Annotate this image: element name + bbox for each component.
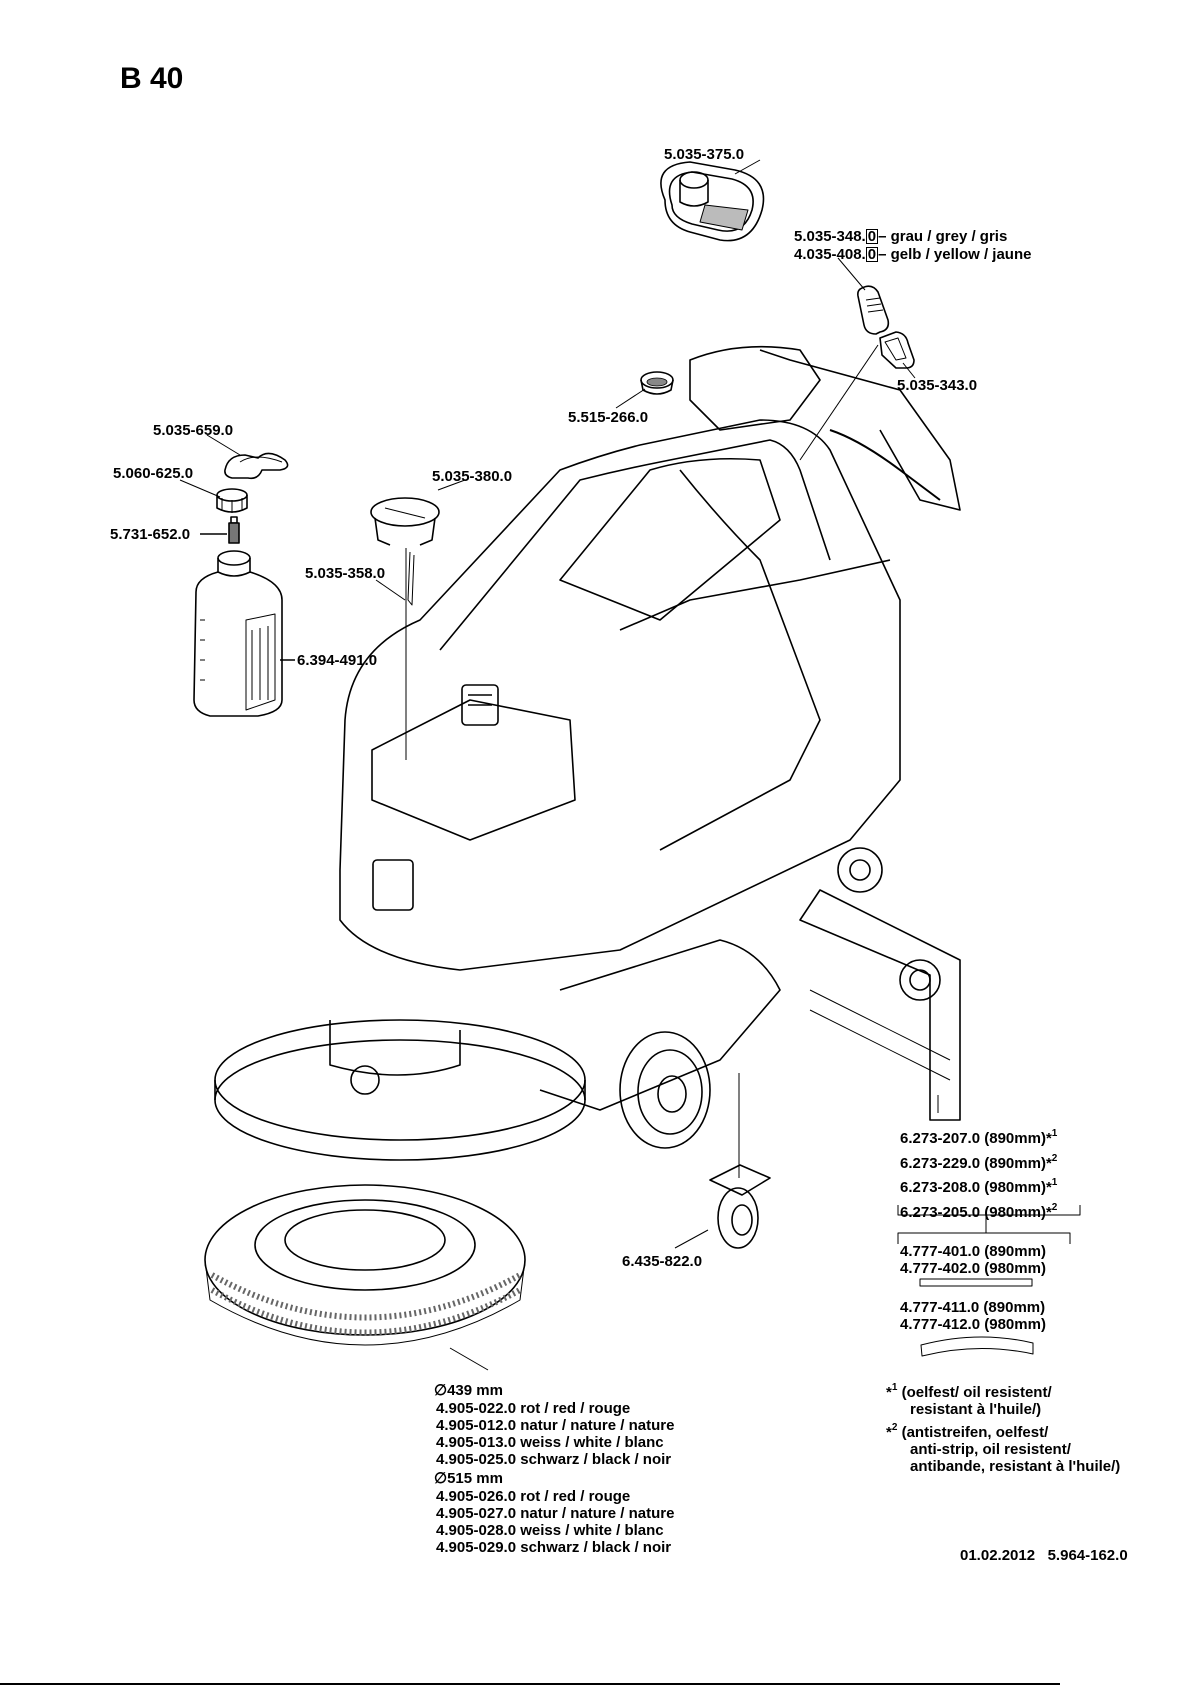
part-label-filter-sieve: 5.515-266.0	[568, 409, 649, 426]
footnote-line: (antistreifen, oelfest/	[901, 1424, 1049, 1441]
brush-item: 4.905-027.0 natur / nature / nature	[436, 1505, 675, 1522]
footnote-mark: *	[886, 1384, 892, 1401]
part-label-key-holder: 5.035-343.0	[897, 377, 978, 394]
brush-part	[204, 1184, 526, 1346]
footer-rule	[0, 1683, 1060, 1685]
lip-note-mark: *	[1045, 1130, 1052, 1147]
squeegee-lip-item: 6.273-208.0 (980mm)*1	[900, 1177, 1058, 1197]
machine-body	[339, 345, 961, 1149]
curved-blade-item: 4.777-412.0 (980mm)	[900, 1316, 1046, 1333]
lip-note-index: 1	[1051, 1177, 1058, 1188]
bottle-part	[193, 550, 283, 717]
lip-size: (980mm)	[984, 1204, 1046, 1221]
footer-date: 01.02.2012	[960, 1547, 1036, 1564]
filter-sieve-part	[640, 371, 674, 395]
tray-part	[660, 161, 765, 242]
part-label-key-yellow: 4.035-408.0– gelb / yellow / jaune	[794, 246, 1032, 263]
part-label-hose: 5.035-358.0	[305, 565, 386, 582]
brush-item: 4.905-025.0 schwarz / black / noir	[436, 1451, 672, 1468]
key-grey-variant-box: 0	[865, 228, 879, 245]
part-label-castor: 6.435-822.0	[622, 1253, 703, 1270]
lip-note-mark: *	[1045, 1204, 1052, 1221]
brush-item: 4.905-022.0 rot / red / rouge	[436, 1400, 631, 1417]
tank-cap-part	[370, 497, 440, 546]
straight-blade-item: 4.777-402.0 (980mm)	[900, 1260, 1046, 1277]
lip-number: 6.273-207.0	[900, 1130, 981, 1147]
footer-doc-number: 5.964-162.0	[1047, 1547, 1128, 1564]
blade-size: (980mm)	[984, 1260, 1046, 1277]
footnote-mark: *	[886, 1424, 892, 1441]
lip-number: 6.273-208.0	[900, 1179, 981, 1196]
page-title: B 40	[120, 62, 184, 95]
lip-note-mark: *	[1045, 1179, 1052, 1196]
footnote-1: *1 (oelfest/ oil resistent/ resistant à …	[886, 1382, 1052, 1419]
part-label-dosing-lever: 5.035-659.0	[153, 422, 234, 439]
part-label-key-grey: 5.035-348.0– grau / grey / gris	[794, 228, 1008, 245]
bottle-cap-part	[216, 488, 248, 513]
part-label-tray: 5.035-375.0	[664, 146, 745, 163]
lip-note-index: 2	[1051, 1153, 1058, 1164]
part-label-bottle: 6.394-491.0	[297, 652, 378, 669]
brush-item: 4.905-028.0 weiss / white / blanc	[436, 1522, 664, 1539]
key-yellow-desc: gelb / yellow / jaune	[890, 246, 1032, 263]
blade-size: (980mm)	[984, 1316, 1046, 1333]
lip-number: 6.273-205.0	[900, 1204, 981, 1221]
footnote-2: *2 (antistreifen, oelfest/ anti-strip, o…	[886, 1422, 1121, 1476]
lip-note-mark: *	[1045, 1155, 1052, 1172]
key-yellow-variant-box: 0	[865, 246, 879, 263]
brush-item: 4.905-029.0 schwarz / black / noir	[436, 1539, 672, 1556]
key-grey-desc: grau / grey / gris	[890, 228, 1008, 245]
curved-blade-part	[920, 1336, 1034, 1357]
lip-size: (890mm)	[984, 1130, 1046, 1147]
brush-item: 4.905-013.0 weiss / white / blanc	[436, 1434, 664, 1451]
brush-deck	[214, 1019, 586, 1161]
brush-diameter-heading: ∅439 mm	[434, 1382, 503, 1399]
key-yellow-number: 4.035-408.	[794, 246, 866, 263]
footnote-index: 1	[891, 1382, 898, 1393]
lip-note-index: 2	[1051, 1202, 1058, 1213]
key-part	[857, 285, 890, 335]
blade-number: 4.777-402.0	[900, 1260, 981, 1277]
squeegee-lip-item: 6.273-207.0 (890mm)*1	[900, 1128, 1058, 1148]
blade-size: (890mm)	[983, 1299, 1046, 1316]
squeegee-lip-item: 6.273-205.0 (980mm)*2	[900, 1202, 1058, 1222]
brush-item: 4.905-012.0 natur / nature / nature	[436, 1417, 675, 1434]
brush-item: 4.905-026.0 rot / red / rouge	[436, 1488, 631, 1505]
footnote-line: resistant à l'huile/)	[910, 1401, 1042, 1418]
part-label-tank-cap: 5.035-380.0	[432, 468, 513, 485]
lip-number: 6.273-229.0	[900, 1155, 981, 1172]
blade-number: 4.777-411.0	[900, 1299, 980, 1316]
straight-blade-part	[919, 1278, 1033, 1287]
dosing-lever-part	[224, 452, 289, 480]
brush-diameter-heading: ∅515 mm	[434, 1470, 503, 1487]
key-grey-number: 5.035-348.	[794, 228, 866, 245]
footer: 01.02.2012 5.964-162.0	[960, 1547, 1128, 1564]
part-label-valve: 5.731-652.0	[110, 526, 191, 543]
lip-size: (980mm)	[984, 1179, 1046, 1196]
footnote-line: antibande, resistant à l'huile/)	[910, 1458, 1121, 1475]
lip-note-index: 1	[1051, 1128, 1058, 1139]
part-label-bottle-cap: 5.060-625.0	[113, 465, 194, 482]
squeegee-lip-item: 6.273-229.0 (890mm)*2	[900, 1153, 1058, 1173]
blade-size: (890mm)	[984, 1243, 1046, 1260]
footnote-line: anti-strip, oil resistent/	[910, 1441, 1071, 1458]
blade-number: 4.777-401.0	[900, 1243, 981, 1260]
straight-blade-item: 4.777-401.0 (890mm)	[900, 1243, 1046, 1260]
lip-size: (890mm)	[984, 1155, 1046, 1172]
blade-number: 4.777-412.0	[900, 1316, 981, 1333]
hose-part	[405, 548, 415, 760]
footnote-line: (oelfest/ oil resistent/	[901, 1384, 1052, 1401]
curved-blade-item: 4.777-411.0 (890mm)	[900, 1299, 1045, 1316]
valve-part	[228, 516, 240, 544]
castor-part	[709, 1164, 771, 1249]
footnote-index: 2	[891, 1422, 898, 1433]
key-holder-part	[879, 331, 915, 369]
